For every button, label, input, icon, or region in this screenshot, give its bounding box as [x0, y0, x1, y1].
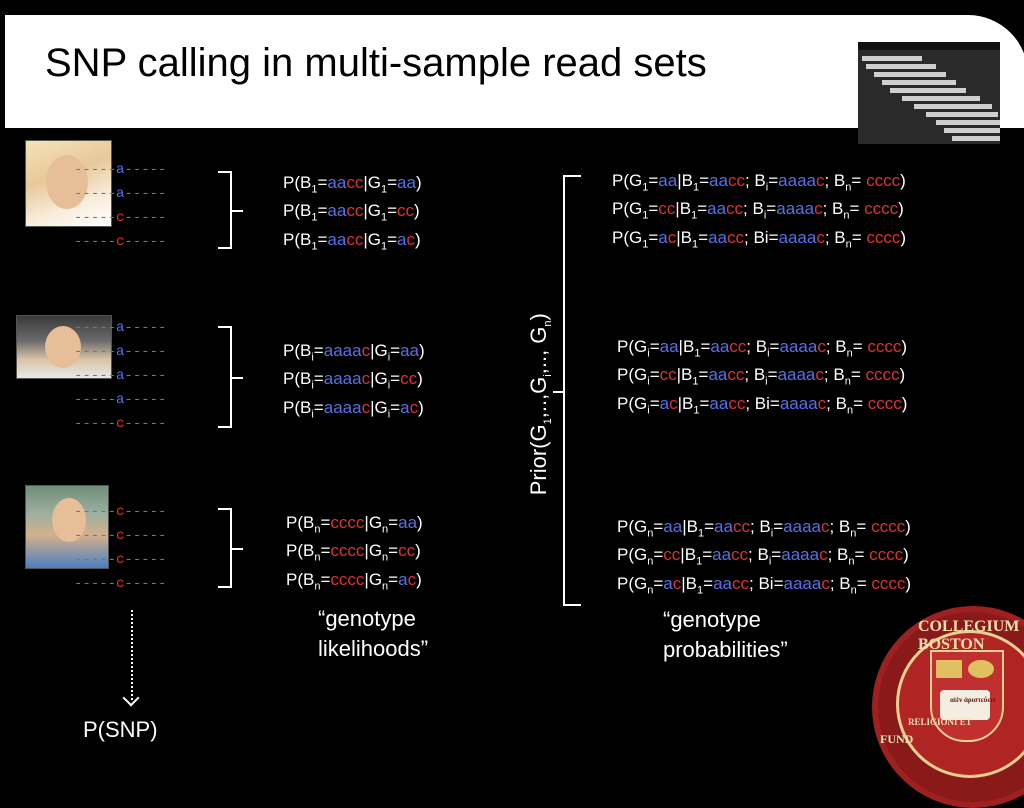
- sample-n-reads: -----c----- -----c----- -----c----- ----…: [74, 504, 167, 592]
- sample-1-brace: [218, 171, 243, 249]
- sample-1-likelihoods: P(B1=aacc|G1=aa) P(B1=aacc|G1=cc) P(B1=a…: [283, 173, 422, 253]
- alignment-thumbnail: [858, 42, 1000, 144]
- sample-i-reads: -----a----- -----a----- -----a----- ----…: [74, 320, 167, 432]
- psnp-label: P(SNP): [83, 717, 158, 742]
- sample-n-likelihoods: P(Bn=cccc|Gn=aa) P(Bn=cccc|Gn=cc) P(Bn=c…: [286, 513, 423, 593]
- sample-1-photo: [25, 140, 112, 227]
- snp-arrow-line: [131, 610, 133, 700]
- title-bar: SNP calling in multi-sample read sets: [5, 15, 1024, 128]
- sample-i-brace: [218, 326, 243, 428]
- sample-i-photo: [16, 315, 112, 379]
- sample-n-brace: [218, 508, 243, 588]
- sample-1-probabilities: P(G1=aa|B1=aacc; Bi=aaaac; Bn= cccc) P(G…: [612, 171, 907, 251]
- sample-n-probabilities: P(Gn=aa|B1=aacc; Bi=aaaac; Bn= cccc) P(G…: [617, 517, 912, 597]
- sample-i-likelihoods: P(Bi=aaaac|Gi=aa) P(Bi=aaaac|Gi=cc) P(Bi…: [283, 341, 425, 421]
- prior-brace: [553, 175, 581, 606]
- prior-label: Prior(G1,..,Gi,.., Gn): [525, 313, 555, 496]
- slide-title: SNP calling in multi-sample read sets: [45, 41, 707, 85]
- sample-n-photo: [25, 485, 109, 569]
- sample-1-reads: -----a----- -----a----- -----c----- ----…: [74, 162, 167, 250]
- sample-i-probabilities: P(Gi=aa|B1=aacc; Bi=aaaac; Bn= cccc) P(G…: [617, 337, 908, 417]
- arrow-down-icon: [122, 689, 140, 707]
- boston-college-seal: COLLEGIUM BOSTON FUND RELIGIONI ET αἰὲν …: [872, 606, 1024, 808]
